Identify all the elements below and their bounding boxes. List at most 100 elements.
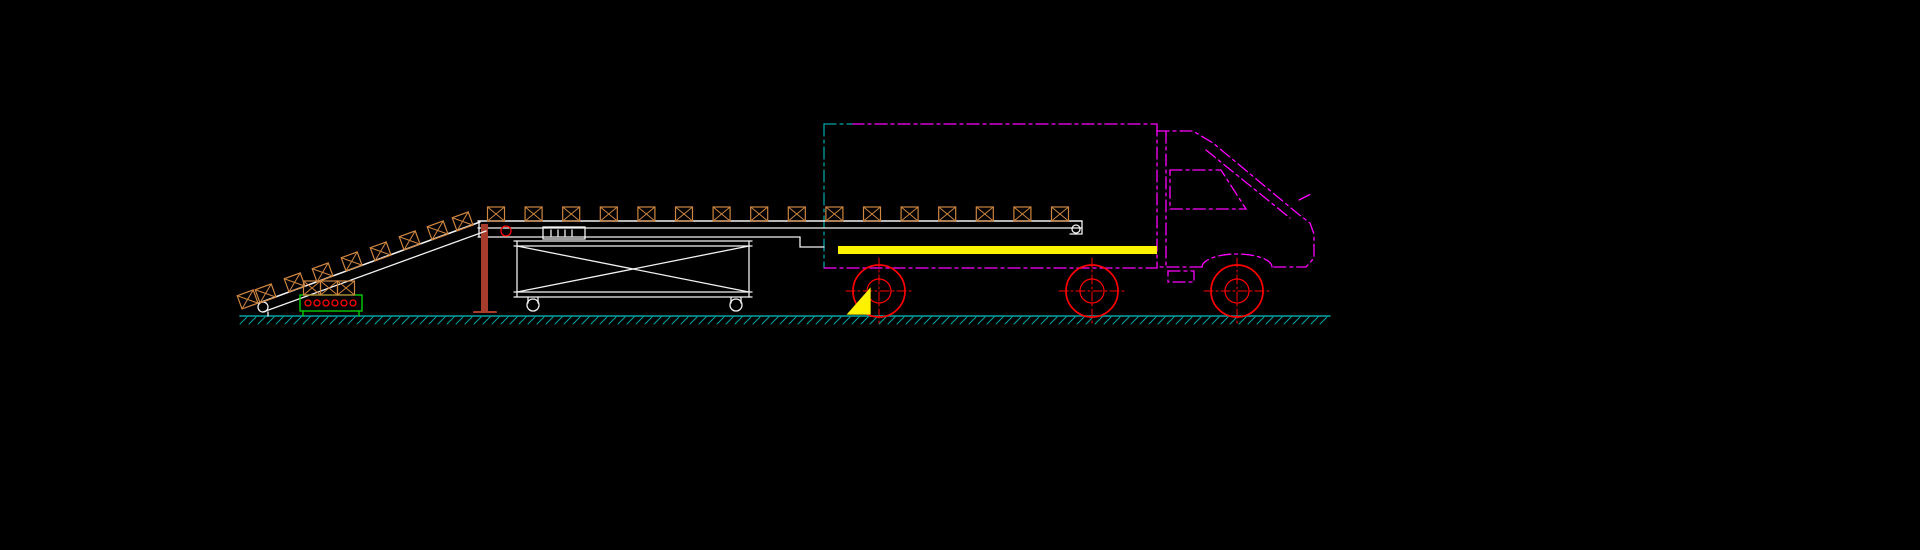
box-outline (311, 262, 334, 283)
ground-hatch (905, 316, 914, 325)
conveyor-box (787, 206, 806, 222)
box-diagonal (562, 206, 581, 222)
tail-pulley (257, 301, 269, 313)
box-outline (340, 251, 363, 272)
ground-hatch (680, 316, 689, 325)
ground-hatch (1112, 316, 1121, 325)
ground-hatch (329, 316, 338, 325)
ground-hatch (419, 316, 428, 325)
ground-hatch (1175, 316, 1184, 325)
ground-hatch (563, 316, 572, 325)
telescopic-conveyor[interactable] (477, 220, 1083, 248)
ground-hatch (338, 316, 347, 325)
ground-hatch (1319, 316, 1328, 325)
ground-hatch (1202, 316, 1211, 325)
ground-hatch (257, 316, 266, 325)
ground-hatch (1103, 316, 1112, 325)
ground-hatch (1148, 316, 1157, 325)
ground-hatch (446, 316, 455, 325)
support-truss[interactable] (513, 240, 753, 312)
front-wheel (1203, 257, 1271, 325)
box-diagonal (863, 206, 881, 222)
conveyor-box (486, 206, 506, 222)
ground-hatch (1310, 316, 1319, 325)
ground-hatch (644, 316, 653, 325)
ground-hatch (950, 316, 959, 325)
ground-hatch (347, 316, 356, 325)
box-outline (426, 220, 449, 241)
ground-hatch (788, 316, 797, 325)
caster-wheel (729, 298, 743, 312)
ground-hatch (1265, 316, 1274, 325)
ground-hatch (1184, 316, 1193, 325)
ground-hatch (527, 316, 536, 325)
frame-step (799, 236, 825, 248)
ground-hatch (1067, 316, 1076, 325)
ground-hatch (491, 316, 500, 325)
incline-box (426, 220, 449, 241)
ground-hatch (815, 316, 824, 325)
ground-hatch (887, 316, 896, 325)
incline-box (398, 230, 421, 251)
ground-hatch (1031, 316, 1040, 325)
ground-hatch (311, 316, 320, 325)
ground-hatch (770, 316, 779, 325)
conveyor-box (750, 206, 769, 222)
box-outline (599, 206, 618, 222)
ground-hatch (914, 316, 923, 325)
box-diagonal (487, 206, 505, 222)
ground-hatch (1274, 316, 1283, 325)
ground-hatch (590, 316, 599, 325)
ground-hatch (1166, 316, 1175, 325)
ground-hatch (941, 316, 950, 325)
ground-hatch (509, 316, 518, 325)
box-diagonal (403, 230, 416, 251)
ground-hatch (698, 316, 707, 325)
ground-hatch (248, 316, 257, 325)
ground-hatch (356, 316, 365, 325)
ground-hatch (392, 316, 401, 325)
cargo-boxes[interactable] (236, 206, 1070, 310)
incline-box (254, 283, 277, 304)
incline-box (283, 272, 306, 293)
box-outline (938, 206, 957, 222)
ground-hatch (545, 316, 554, 325)
box-diagonal (938, 206, 957, 222)
ground-hatch (1247, 316, 1256, 325)
ground-hatch (1130, 316, 1139, 325)
ground-hatch (383, 316, 392, 325)
ground-hatch (959, 316, 968, 325)
incline-box (340, 251, 363, 272)
ground-hatch (1040, 316, 1049, 325)
box-outline (369, 241, 392, 262)
mirror-arm (1298, 193, 1312, 201)
ground-hatch (581, 316, 590, 325)
box-diagonal (288, 272, 301, 293)
ground-hatch (572, 316, 581, 325)
box-diagonal (599, 206, 618, 222)
ground-hatch (626, 316, 635, 325)
conveyor-box (825, 206, 844, 222)
wheels[interactable] (845, 257, 1271, 325)
conveyor-box (862, 206, 882, 222)
box-outline (787, 206, 806, 222)
box-diagonal (900, 206, 919, 222)
ground-hatch (1301, 316, 1310, 325)
truck-body[interactable] (823, 123, 1315, 283)
ground-hatch (536, 316, 545, 325)
ground-hatch (662, 316, 671, 325)
conveyor-box (938, 206, 957, 222)
support-post[interactable] (473, 224, 512, 313)
wheel-chock[interactable] (846, 287, 871, 315)
box-outline (1013, 206, 1032, 222)
cab-outline (1156, 130, 1315, 268)
ground-hatch (1076, 316, 1085, 325)
ground-hatch (878, 316, 887, 325)
conveyor-box (599, 206, 618, 222)
feed-roller (349, 299, 357, 307)
incline-conveyor[interactable] (257, 221, 487, 317)
ground-hatch (779, 316, 788, 325)
truss-brace (516, 245, 750, 293)
feed-table[interactable] (299, 294, 363, 317)
